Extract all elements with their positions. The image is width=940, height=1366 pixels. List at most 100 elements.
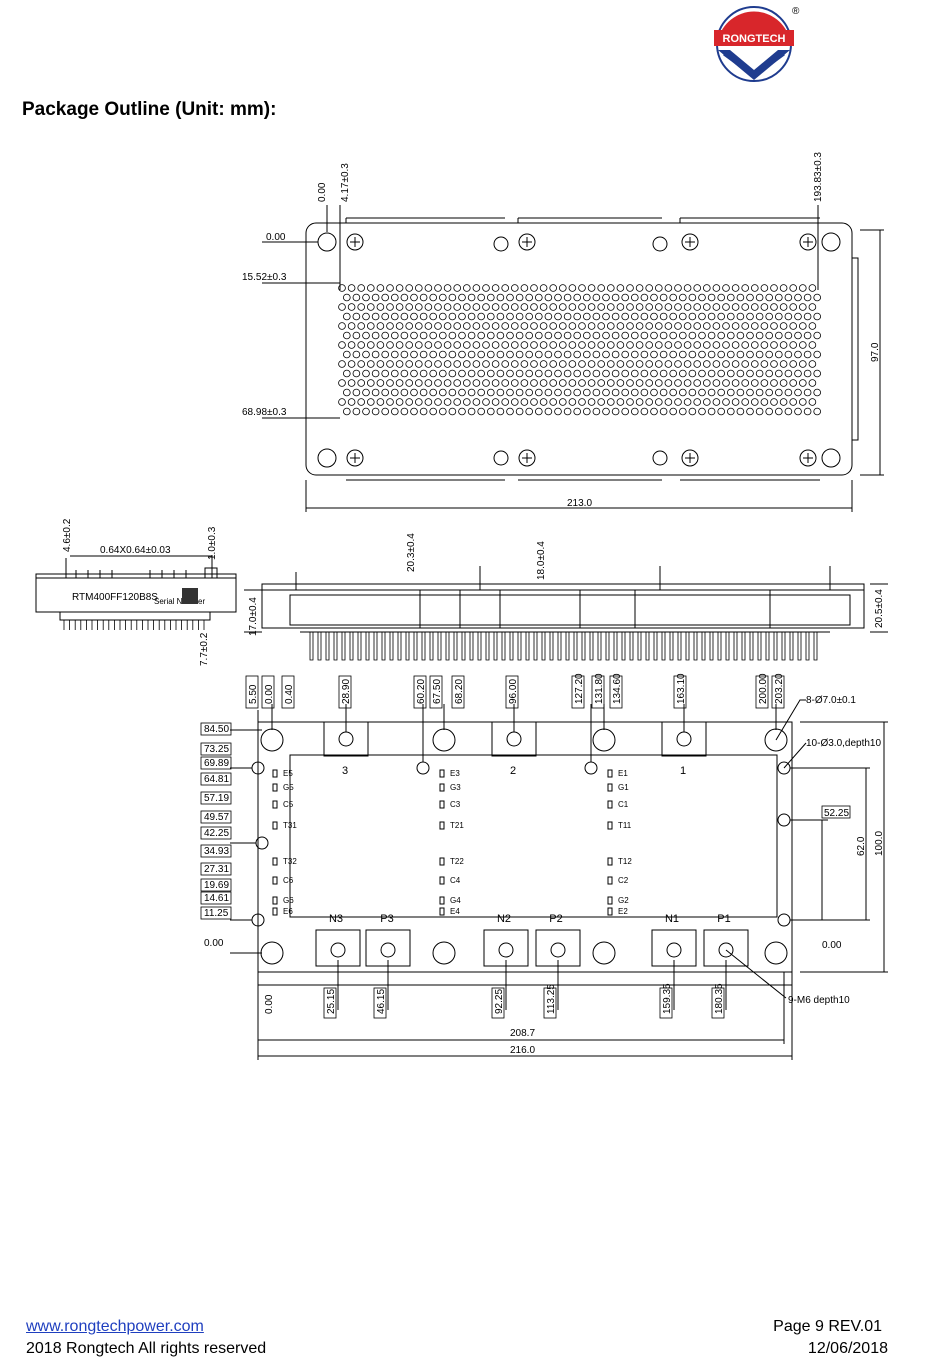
dimension-box	[281, 675, 295, 709]
perforation-hole	[650, 407, 658, 416]
perforation-hole	[371, 331, 380, 340]
perforation-hole	[693, 303, 701, 311]
perforation-hole	[554, 407, 562, 416]
perforation-hole	[347, 360, 356, 368]
perforation-hole	[678, 331, 687, 340]
perforation-hole	[813, 369, 821, 378]
bottom-left-dim: 49.57	[204, 812, 229, 823]
perforation-hole	[664, 284, 673, 292]
perforation-hole	[453, 341, 462, 349]
perforation-hole	[760, 284, 769, 292]
perforation-hole	[486, 350, 495, 359]
perforation-hole	[419, 369, 428, 378]
perforation-hole	[424, 379, 433, 387]
perforation-hole	[525, 369, 533, 378]
dimension-box	[200, 742, 232, 756]
perforation-hole	[424, 360, 433, 368]
perforation-hole	[650, 312, 658, 321]
side-pin	[405, 632, 410, 661]
perforation-hole	[702, 341, 711, 349]
perforation-hole	[726, 331, 735, 340]
signal-pin-pad	[272, 769, 278, 778]
perforation-hole	[626, 303, 634, 311]
signal-pin-pad	[607, 907, 613, 916]
perforation-hole	[664, 360, 673, 368]
perforation-hole	[549, 398, 557, 406]
side-dim-1: 18.0±0.4	[536, 541, 547, 580]
perforation-hole	[683, 303, 692, 311]
perforation-hole	[443, 360, 452, 368]
signal-pin-pad	[439, 907, 445, 916]
side-pin	[733, 632, 738, 661]
perforation-hole	[472, 341, 481, 349]
perforation-hole	[712, 303, 721, 311]
perforation-hole	[453, 379, 462, 387]
signal-pin-label: E6	[283, 907, 293, 916]
perforation-hole	[482, 303, 490, 311]
side-pin	[789, 632, 794, 661]
perforation-hole	[722, 398, 730, 406]
perforation-hole	[506, 350, 514, 359]
perforation-hole	[338, 284, 346, 292]
perforation-hole	[717, 388, 725, 397]
perforation-hole	[352, 388, 361, 397]
perforation-hole	[640, 350, 649, 359]
perforation-hole	[410, 388, 418, 397]
perforation-hole	[376, 341, 385, 349]
bottom-top-dim: 131.80	[594, 673, 605, 704]
perforation-hole	[395, 284, 404, 292]
bottom-left-dim: 42.25	[204, 828, 229, 839]
bottom-dim: 159.35	[662, 983, 673, 1014]
perforation-hole	[645, 360, 653, 368]
perforation-hole	[438, 407, 447, 416]
perforation-hole	[443, 379, 452, 387]
perforation-hole	[774, 350, 783, 359]
perforation-hole	[390, 388, 399, 397]
perforation-hole	[765, 293, 773, 302]
perforation-hole	[342, 369, 351, 378]
perforation-hole	[496, 350, 505, 359]
perforation-hole	[448, 388, 457, 397]
side-pin	[397, 632, 402, 661]
perforation-hole	[434, 379, 442, 387]
perforation-hole	[573, 369, 581, 378]
perforation-hole	[486, 407, 495, 416]
perforation-hole	[678, 369, 687, 378]
perforation-hole	[746, 331, 754, 340]
perforation-hole	[616, 398, 625, 406]
perforation-hole	[587, 360, 596, 368]
perforation-hole	[621, 407, 629, 416]
footer-website-link[interactable]: www.rongtechpower.com	[26, 1318, 204, 1335]
perforation-hole	[544, 293, 553, 302]
perforation-hole	[573, 350, 581, 359]
perforation-hole	[755, 312, 764, 321]
perforation-hole	[616, 303, 625, 311]
perforation-hole	[467, 312, 476, 321]
dimension-box	[200, 878, 232, 892]
perforation-hole	[664, 398, 673, 406]
perforation-hole	[736, 407, 745, 416]
perforation-hole	[813, 293, 821, 302]
perforation-hole	[592, 293, 601, 302]
perforation-hole	[462, 303, 471, 311]
perforation-hole	[597, 303, 605, 311]
perforation-hole	[645, 398, 653, 406]
perforation-hole	[741, 341, 749, 349]
perforation-hole	[784, 407, 793, 416]
perforation-hole	[515, 388, 524, 397]
perforation-hole	[688, 369, 697, 378]
signal-pin-pad	[439, 896, 445, 905]
perforation-hole	[789, 303, 797, 311]
perforation-hole	[650, 369, 658, 378]
dimension-box	[200, 826, 232, 840]
perforation-hole	[659, 407, 668, 416]
perforation-hole	[582, 331, 591, 340]
perforation-hole	[760, 303, 769, 311]
bottom-dim: 92.25	[494, 989, 505, 1014]
signal-pin-label: C3	[450, 800, 461, 809]
perforation-hole	[616, 341, 625, 349]
perforation-hole	[419, 350, 428, 359]
perforation-hole	[405, 360, 414, 368]
perforation-hole	[414, 398, 423, 406]
